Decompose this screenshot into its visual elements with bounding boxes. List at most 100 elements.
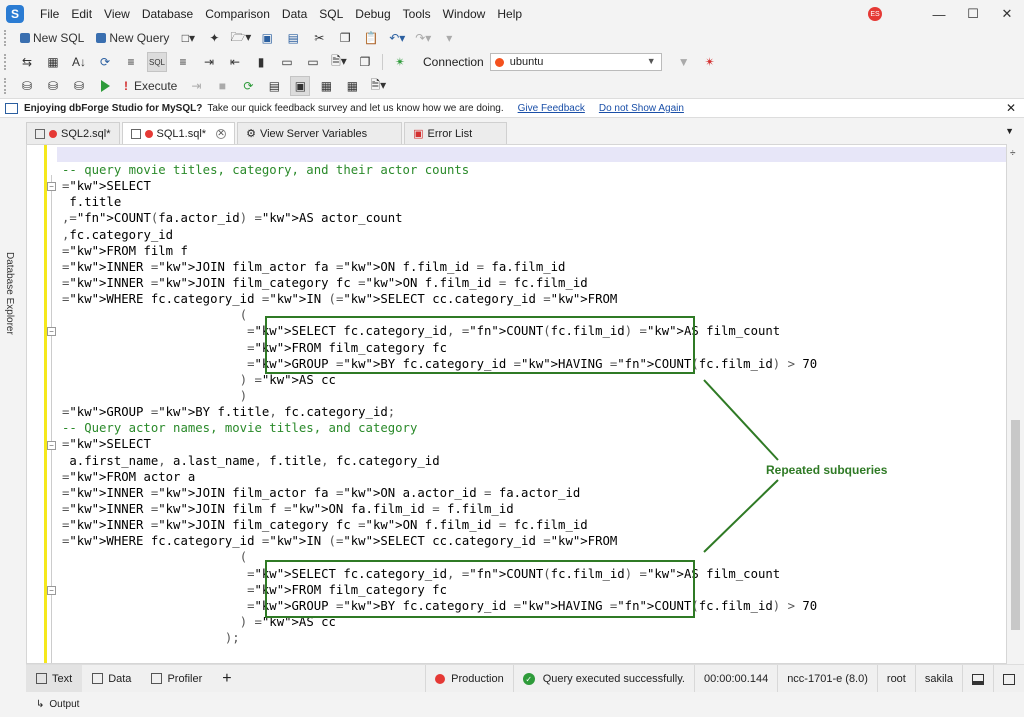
minimize-icon[interactable]: — bbox=[932, 6, 946, 22]
results-toggle-icon[interactable]: ▣ bbox=[290, 76, 311, 96]
sql-editor[interactable]: − − − − -- query movie titles, category,… bbox=[26, 144, 1007, 664]
menu-window[interactable]: Window bbox=[442, 7, 486, 21]
code-line[interactable]: ( bbox=[239, 308, 248, 323]
code-line[interactable]: ="kw">SELECT fc.category_id, ="fn">COUNT… bbox=[247, 324, 781, 339]
redo-icon[interactable]: ↷▾ bbox=[415, 31, 432, 45]
sql-mode-button[interactable]: SQL bbox=[147, 52, 167, 72]
output-tab[interactable]: Output bbox=[49, 699, 80, 710]
stop-icon[interactable]: ■ bbox=[218, 79, 226, 93]
tab-text[interactable]: Text bbox=[26, 664, 83, 693]
code-line[interactable]: ="kw">INNER ="kw">JOIN film f ="kw">ON f… bbox=[62, 501, 514, 516]
code-line[interactable]: ="kw">SELECT bbox=[62, 179, 151, 194]
tab-data[interactable]: Data bbox=[82, 665, 141, 693]
paste-icon[interactable]: 📋 bbox=[363, 31, 379, 45]
tab-sql2[interactable]: SQL2.sql* bbox=[26, 122, 120, 144]
code-line[interactable]: ="kw">SELECT bbox=[62, 437, 151, 452]
tabs-overflow-icon[interactable]: ▼ bbox=[1005, 126, 1014, 136]
toolbar-grip[interactable] bbox=[4, 54, 8, 70]
comment-icon[interactable]: ≡ bbox=[179, 55, 187, 69]
cut-icon[interactable]: ✂ bbox=[314, 31, 325, 45]
tab-view-server-variables[interactable]: ⚙ View Server Variables bbox=[237, 122, 403, 144]
code-line[interactable]: ="kw">GROUP ="kw">BY fc.category_id ="kw… bbox=[247, 356, 818, 371]
grid-icon[interactable]: ▦ bbox=[320, 79, 333, 93]
layout-bottom-button[interactable] bbox=[962, 665, 993, 693]
open-folder-icon[interactable]: 🗁▾ bbox=[230, 29, 252, 44]
indent-icon[interactable]: ⇥ bbox=[203, 55, 215, 69]
fold-toggle-icon[interactable]: − bbox=[47, 586, 56, 595]
copy-icon[interactable]: ❐ bbox=[339, 31, 351, 45]
undo-icon[interactable]: ↶▾ bbox=[389, 31, 406, 45]
code-line[interactable]: ="kw">SELECT fc.category_id, ="fn">COUNT… bbox=[247, 566, 781, 581]
code-line[interactable]: ="kw">INNER ="kw">JOIN film_actor fa ="k… bbox=[62, 485, 581, 500]
bookmark-icon[interactable]: ▮ bbox=[257, 55, 265, 69]
menu-tools[interactable]: Tools bbox=[402, 7, 431, 21]
code-line[interactable]: a.first_name, a.last_name, f.title, fc.c… bbox=[62, 453, 440, 468]
close-icon[interactable]: ✕ bbox=[1005, 101, 1016, 115]
plan-icon[interactable]: ▤ bbox=[268, 79, 281, 93]
code-line[interactable]: ) ="kw">AS cc bbox=[239, 614, 336, 629]
refresh-icon[interactable]: ⟳ bbox=[99, 55, 111, 69]
tab-sql1[interactable]: SQL1.sql* ✕ bbox=[121, 122, 236, 144]
code-line[interactable]: ="kw">FROM film_category fc bbox=[247, 340, 447, 355]
code-line[interactable]: ); bbox=[224, 631, 240, 646]
code-line[interactable]: ="kw">INNER ="kw">JOIN film_category fc … bbox=[62, 275, 588, 290]
chart-icon[interactable]: ▦ bbox=[346, 79, 359, 93]
outline-icon[interactable]: ≡ bbox=[127, 55, 135, 69]
give-feedback-link[interactable]: Give Feedback bbox=[517, 102, 585, 114]
code-line[interactable]: ,fc.category_id bbox=[62, 227, 174, 242]
tab-profiler[interactable]: Profiler bbox=[141, 665, 212, 693]
menu-debug[interactable]: Debug bbox=[355, 7, 391, 21]
code-line[interactable]: ) ="kw">AS cc bbox=[239, 372, 336, 387]
menu-edit[interactable]: Edit bbox=[71, 7, 93, 21]
format-icon[interactable]: ⇆ bbox=[21, 55, 33, 69]
code-line[interactable]: ) bbox=[239, 388, 248, 403]
connection-dropdown[interactable]: ubuntu ▼ bbox=[489, 53, 662, 71]
menu-comparison[interactable]: Comparison bbox=[205, 7, 270, 21]
menu-file[interactable]: File bbox=[40, 7, 60, 21]
code-line[interactable]: ="kw">GROUP ="kw">BY fc.category_id ="kw… bbox=[247, 598, 818, 613]
close-window-icon[interactable]: ✕ bbox=[1001, 6, 1013, 21]
toolbar-options-icon[interactable]: ▾ bbox=[446, 31, 453, 45]
editor-scrollbar[interactable]: ÷ bbox=[1007, 144, 1024, 664]
copy-doc-icon[interactable]: ❐ bbox=[359, 55, 371, 69]
close-tab-icon[interactable]: ✕ bbox=[216, 128, 227, 139]
fold-toggle-icon[interactable]: − bbox=[47, 327, 56, 336]
menu-help[interactable]: Help bbox=[497, 7, 523, 21]
save-all-icon[interactable]: ▤ bbox=[287, 31, 299, 45]
new-item-icon[interactable]: □▾ bbox=[181, 31, 196, 45]
database-run-icon[interactable]: ⛁ bbox=[73, 79, 85, 93]
save-icon[interactable]: ▣ bbox=[261, 31, 273, 45]
menu-database[interactable]: Database bbox=[141, 7, 194, 21]
layout-full-button[interactable] bbox=[993, 665, 1024, 693]
menu-data[interactable]: Data bbox=[281, 7, 308, 21]
table-icon[interactable]: ▦ bbox=[47, 55, 59, 69]
code-text[interactable]: -- query movie titles, category, and the… bbox=[62, 162, 817, 646]
execute-button[interactable]: !Execute bbox=[121, 76, 180, 96]
code-line[interactable]: ,="fn">COUNT(fa.actor_id) ="kw">AS actor… bbox=[62, 211, 403, 226]
code-line[interactable]: -- query movie titles, category, and the… bbox=[62, 163, 470, 177]
code-line[interactable]: ="kw">WHERE fc.category_id ="kw">IN (="k… bbox=[62, 292, 618, 307]
document-icon[interactable]: 🗎▾ bbox=[331, 53, 347, 68]
new-connection-icon[interactable]: ✴ bbox=[704, 55, 715, 69]
menu-sql[interactable]: SQL bbox=[319, 7, 344, 21]
maximize-icon[interactable]: ☐ bbox=[967, 6, 979, 21]
disconnect-icon[interactable]: ▼ bbox=[677, 55, 690, 69]
new-sql-button[interactable]: New SQL bbox=[17, 28, 87, 48]
dont-show-again-link[interactable]: Do not Show Again bbox=[598, 102, 684, 114]
new-document-icon[interactable]: ✦ bbox=[209, 31, 220, 45]
text-format-icon[interactable]: A↓ bbox=[71, 55, 86, 69]
tab-error-list[interactable]: ▣ Error List bbox=[404, 122, 508, 144]
code-line[interactable]: ="kw">FROM actor a bbox=[62, 469, 196, 484]
menu-view[interactable]: View bbox=[104, 7, 130, 21]
toolbar-grip[interactable] bbox=[4, 78, 8, 94]
code-line[interactable]: ="kw">INNER ="kw">JOIN film_actor fa ="k… bbox=[62, 259, 566, 274]
code-line[interactable]: ="kw">INNER ="kw">JOIN film_category fc … bbox=[62, 518, 588, 533]
database-settings-icon[interactable]: ⛁ bbox=[47, 79, 59, 93]
code-line[interactable]: -- Query actor names, movie titles, and … bbox=[62, 421, 418, 436]
code-line[interactable]: ( bbox=[239, 550, 248, 565]
code-line[interactable]: f.title bbox=[62, 195, 122, 210]
outdent-icon[interactable]: ⇤ bbox=[229, 55, 241, 69]
code-line[interactable]: ="kw">GROUP ="kw">BY f.title, fc.categor… bbox=[62, 405, 396, 420]
code-line[interactable]: ="kw">FROM film f bbox=[62, 243, 188, 258]
code-line[interactable]: ="kw">FROM film_category fc bbox=[247, 582, 447, 597]
